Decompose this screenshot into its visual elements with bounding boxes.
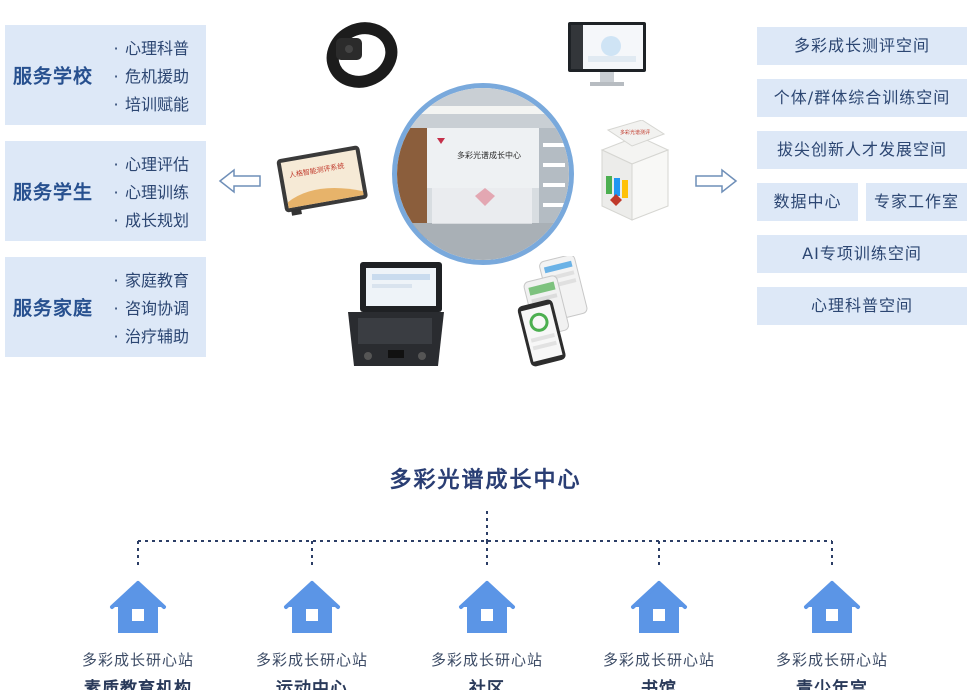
house-icon: [110, 581, 166, 633]
monitor-device-icon: [568, 22, 646, 86]
space-ai-training: AI专项训练空间: [757, 235, 967, 273]
station-subtitle: 多彩成长研心站: [602, 651, 715, 669]
service-item: · 心理科普: [107, 35, 189, 63]
service-item-label: 心理评估: [125, 155, 190, 174]
bullet-icon: ·: [113, 211, 119, 230]
service-item: · 心理评估: [107, 151, 189, 179]
service-item: · 成长规划: [107, 207, 189, 235]
service-title: 服务学生: [13, 181, 94, 204]
station-name: 书馆: [641, 679, 677, 690]
bullet-icon: ·: [113, 271, 119, 290]
service-box-student: 服务学生 · 心理评估 · 心理训练 · 成长规划: [5, 141, 206, 241]
wristband-device-icon: [326, 22, 398, 88]
station-subtitle: 多彩成长研心站: [775, 651, 888, 669]
service-item: · 咨询协调: [107, 295, 189, 323]
hub-title: 多彩光谱成长中心: [389, 468, 582, 493]
bullet-icon: ·: [113, 95, 119, 114]
mobile-app-icon: [517, 256, 588, 367]
service-item: · 危机援助: [107, 63, 189, 91]
space-data-center: 数据中心: [757, 183, 858, 221]
service-item: · 培训赋能: [107, 91, 189, 119]
portable-case-device-icon: [348, 262, 444, 366]
service-title: 服务学校: [13, 65, 94, 88]
service-item-label: 危机援助: [125, 67, 190, 86]
station-community: 多彩成长研心站 社区: [412, 579, 562, 690]
right-arrow-icon: [695, 168, 738, 194]
service-item-label: 家庭教育: [125, 271, 190, 290]
service-item-label: 咨询协调: [125, 299, 190, 318]
house-icon: [631, 581, 687, 633]
service-item-label: 心理训练: [125, 183, 190, 202]
station-name: 素质教育机构: [84, 679, 192, 690]
left-arrow-icon: [218, 168, 261, 194]
space-talent-development: 拔尖创新人才发展空间: [757, 131, 967, 169]
station-quality-education: 多彩成长研心站 素质教育机构: [63, 579, 213, 690]
station-subtitle: 多彩成长研心站: [81, 651, 194, 669]
station-library: 多彩成长研心站 书馆: [584, 579, 734, 690]
house-icon: [284, 581, 340, 633]
service-title: 服务家庭: [13, 297, 94, 320]
bullet-icon: ·: [113, 299, 119, 318]
service-items: · 心理评估 · 心理训练 · 成长规划: [107, 151, 189, 235]
bullet-icon: ·: [113, 183, 119, 202]
house-icon: [459, 581, 515, 633]
station-subtitle: 多彩成长研心站: [255, 651, 368, 669]
service-items: · 家庭教育 · 咨询协调 · 治疗辅助: [107, 267, 189, 351]
service-items: · 心理科普 · 危机援助 · 培训赋能: [107, 35, 189, 119]
station-name: 社区: [469, 679, 505, 690]
bullet-icon: ·: [113, 155, 119, 174]
station-youth-palace: 多彩成长研心站 青少年宫: [757, 579, 907, 690]
service-box-school: 服务学校 · 心理科普 · 危机援助 · 培训赋能: [5, 25, 206, 125]
station-subtitle: 多彩成长研心站: [430, 651, 543, 669]
service-item-label: 心理科普: [125, 39, 190, 58]
service-item: · 治疗辅助: [107, 323, 189, 351]
house-icon: [804, 581, 860, 633]
station-name: 青少年宫: [796, 679, 868, 690]
space-assessment: 多彩成长测评空间: [757, 27, 967, 65]
bullet-icon: ·: [113, 39, 119, 58]
service-item-label: 成长规划: [125, 211, 190, 230]
service-item: · 家庭教育: [107, 267, 189, 295]
station-sports-center: 多彩成长研心站 运动中心: [237, 579, 387, 690]
space-science-popularization: 心理科普空间: [757, 287, 967, 325]
space-group-training: 个体/群体综合训练空间: [757, 79, 967, 117]
wall-text: 多彩光谱成长中心: [457, 150, 521, 160]
space-expert-studio: 专家工作室: [866, 183, 967, 221]
station-name: 运动中心: [276, 679, 348, 690]
center-photo: 多彩光谱成长中心: [392, 83, 574, 265]
assessment-box-icon: 多彩光谱测评: [600, 120, 670, 221]
service-box-family: 服务家庭 · 家庭教育 · 咨询协调 · 治疗辅助: [5, 257, 206, 357]
bullet-icon: ·: [113, 327, 119, 346]
tablet-device-icon: 人格智能测评系统: [276, 145, 368, 216]
bullet-icon: ·: [113, 67, 119, 86]
service-item-label: 培训赋能: [125, 95, 190, 114]
service-item-label: 治疗辅助: [125, 327, 190, 346]
service-item: · 心理训练: [107, 179, 189, 207]
box-text: 多彩光谱测评: [620, 129, 650, 136]
